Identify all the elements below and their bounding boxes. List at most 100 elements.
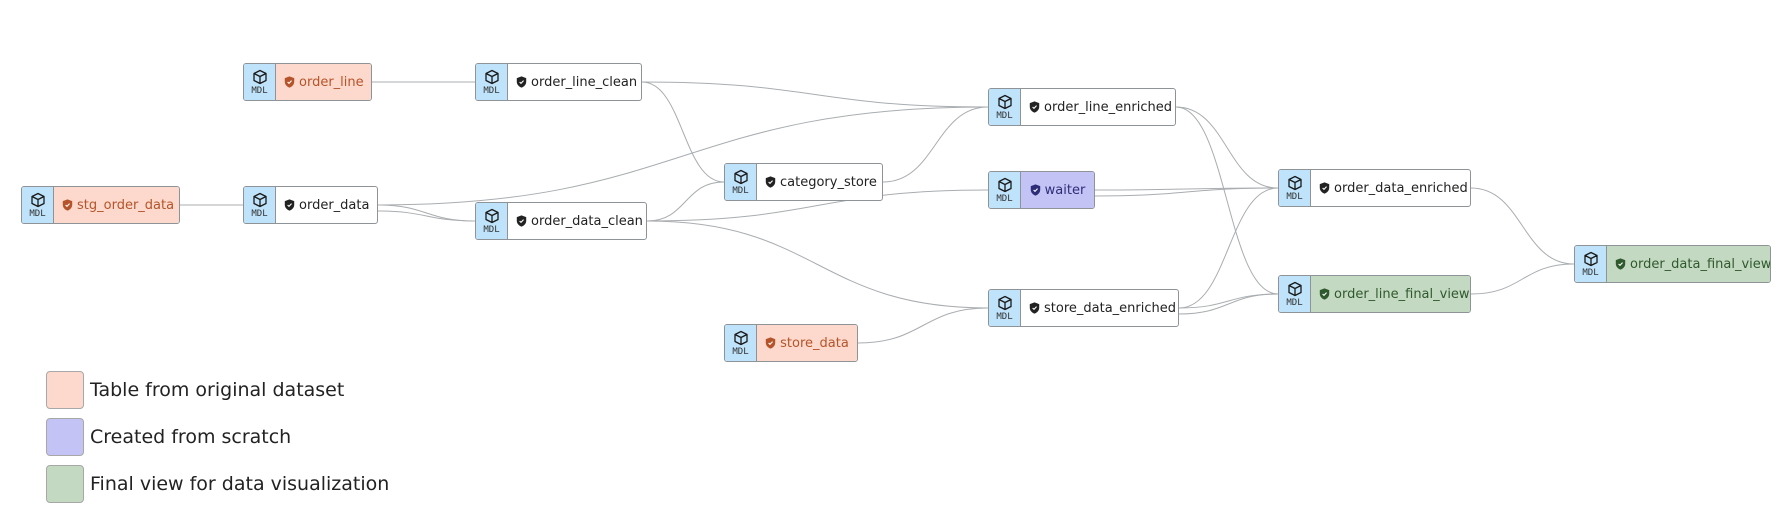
cube-icon [997,295,1012,310]
legend-item-original: Table from original dataset [46,371,344,409]
cube-icon [997,177,1012,192]
cube-icon [484,69,499,84]
model-badge: MDL [476,203,508,239]
edge-order-line-clean-to-category-store [641,81,725,183]
legend-item-scratch: Created from scratch [46,418,291,456]
cube-icon [997,94,1012,109]
edge-store-data-enriched-to-order-data-enriched [1178,187,1279,309]
shield-icon [765,337,776,349]
mdl-label: MDL [732,346,749,357]
edge-store-data-enriched-to-order-line-final-view [1178,293,1279,315]
mdl-label: MDL [1582,267,1599,278]
model-badge: MDL [1575,246,1607,282]
cube-icon [733,330,748,345]
shield-icon [1319,288,1330,300]
shield-icon [1615,258,1626,270]
model-badge: MDL [725,164,757,200]
node-order-data[interactable]: MDL order_data [243,186,378,224]
legend-swatch [46,371,84,409]
shield-icon [516,76,527,88]
mdl-label: MDL [996,110,1013,121]
model-badge: MDL [1279,276,1311,312]
edge-order-data-to-order-data-clean [377,204,476,222]
model-badge: MDL [989,89,1021,125]
node-order-line-clean[interactable]: MDL order_line_clean [475,63,642,101]
legend-swatch [46,465,84,503]
legend-swatch [46,418,84,456]
shield-icon [1029,302,1040,314]
model-badge: MDL [989,290,1021,326]
node-label: stg_order_data [77,197,175,213]
edge-waiter-to-order-data-enriched [1094,187,1279,197]
node-label: order_line [299,74,364,90]
mdl-label: MDL [732,185,749,196]
edge-order-line-final-view-to-order-data-final-view [1470,263,1575,295]
node-label: store_data [780,335,849,351]
edge-order-data-clean-to-store-data-enriched [646,220,989,309]
model-badge: MDL [244,187,276,223]
node-order-data-enriched[interactable]: MDL order_data_enriched [1278,169,1471,207]
edge-store-data-enriched-to-order-line-final-view [1178,293,1279,309]
node-label: order_data_enriched [1334,180,1468,196]
cube-icon [1583,251,1598,266]
node-stg-order-data[interactable]: MDL stg_order_data [21,186,180,224]
mdl-label: MDL [251,85,268,96]
mdl-label: MDL [29,208,46,219]
node-store-data[interactable]: MDL store_data [724,324,858,362]
cube-icon [1287,175,1302,190]
node-category-store[interactable]: MDL category_store [724,163,883,201]
shield-icon [1030,184,1040,196]
node-label: order_data [299,197,370,213]
cube-icon [484,208,499,223]
node-label: order_line_clean [531,74,638,90]
model-badge: MDL [476,64,508,100]
model-badge: MDL [989,172,1021,208]
node-label: order_line_final_view [1334,286,1470,302]
node-order-data-clean[interactable]: MDL order_data_clean [475,202,647,240]
model-badge: MDL [244,64,276,100]
legend-item-final: Final view for data visualization [46,465,389,503]
shield-icon [1029,101,1040,113]
cube-icon [1287,281,1302,296]
shield-icon [1319,182,1330,194]
node-label: category_store [780,174,877,190]
mdl-label: MDL [483,85,500,96]
node-label: order_data_final_view [1630,256,1771,272]
shield-icon [765,176,776,188]
node-store-data-enriched[interactable]: MDL store_data_enriched [988,289,1179,327]
mdl-label: MDL [251,208,268,219]
edge-order-data-to-order-line-enriched [377,106,989,206]
edge-order-data-clean-to-waiter [646,189,989,222]
node-waiter[interactable]: MDL waiter [988,171,1095,209]
mdl-label: MDL [996,311,1013,322]
edge-store-data-to-store-data-enriched [857,307,989,344]
edge-order-line-enriched-to-order-line-final-view [1175,106,1279,295]
model-badge: MDL [22,187,54,223]
edge-order-line-enriched-to-order-data-enriched [1175,106,1279,189]
node-order-line[interactable]: MDL order_line [243,63,372,101]
edge-order-data-clean-to-category-store [646,181,725,222]
shield-icon [62,199,73,211]
node-label: store_data_enriched [1044,300,1176,316]
node-order-line-enriched[interactable]: MDL order_line_enriched [988,88,1176,126]
mdl-label: MDL [1286,191,1303,202]
node-label: waiter [1044,182,1086,198]
shield-icon [284,76,295,88]
legend-label: Table from original dataset [90,379,345,401]
mdl-label: MDL [996,193,1013,204]
model-badge: MDL [725,325,757,361]
mdl-label: MDL [1286,297,1303,308]
node-order-data-final-view[interactable]: MDL order_data_final_view [1574,245,1771,283]
node-order-line-final-view[interactable]: MDL order_line_final_view [1278,275,1471,313]
edge-order-data-to-order-data-clean [377,210,476,222]
node-label: order_data_clean [531,213,643,229]
node-label: order_line_enriched [1044,99,1172,115]
edge-order-line-clean-to-order-line-enriched [641,81,989,108]
model-badge: MDL [1279,170,1311,206]
edge-order-data-enriched-to-order-data-final-view [1470,187,1575,265]
cube-icon [252,69,267,84]
cube-icon [30,192,45,207]
cube-icon [733,169,748,184]
shield-icon [284,199,295,211]
mdl-label: MDL [483,224,500,235]
